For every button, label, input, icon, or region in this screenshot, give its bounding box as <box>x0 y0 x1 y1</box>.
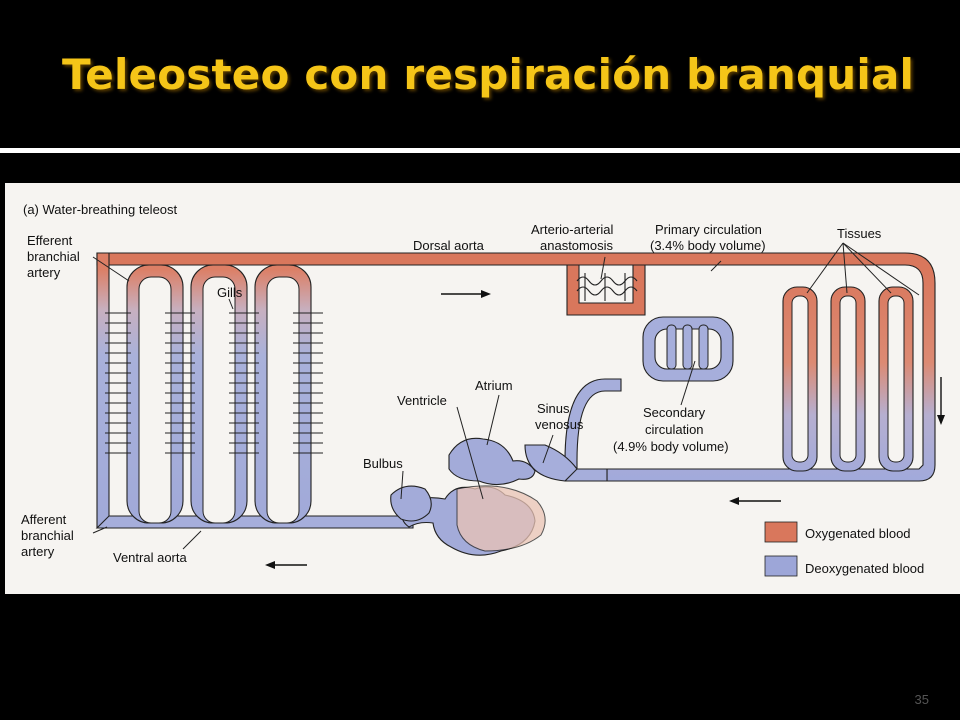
atrium-label: Atrium <box>475 378 513 393</box>
secondary-return-vessel <box>564 378 622 482</box>
secondary-circulation-loops <box>642 316 734 382</box>
slide-title: Teleosteo con respiración branquial <box>62 50 915 99</box>
gills-label: Gills <box>217 285 243 300</box>
afferent-label-1: Afferent <box>21 512 67 527</box>
afferent-label-3: artery <box>21 544 55 559</box>
sinus-venosus-shape <box>524 444 578 482</box>
dorsal-aorta-label: Dorsal aorta <box>413 238 485 253</box>
anastomosis-vessel <box>566 264 646 316</box>
title-divider <box>0 148 960 153</box>
ventral-aorta-label: Ventral aorta <box>113 550 187 565</box>
bulbus-label: Bulbus <box>363 456 403 471</box>
sinus-label-1: Sinus <box>537 401 570 416</box>
pericardium-shape <box>456 485 546 552</box>
fish-heart <box>390 437 578 556</box>
anastomosis-coils <box>576 273 638 301</box>
slide-number: 35 <box>914 692 929 707</box>
anastomosis-label-1: Arterio-arterial <box>531 222 613 237</box>
descending-flow-arrow <box>937 377 945 425</box>
vessel-network <box>95 252 936 556</box>
afferent-label-2: branchial <box>21 528 74 543</box>
dorsal-flow-arrow <box>441 290 491 298</box>
secondary-label-2: circulation <box>645 422 704 437</box>
ventral-flow-arrow <box>265 561 307 569</box>
tissue-loops <box>782 286 914 472</box>
primary-label-1: Primary circulation <box>655 222 762 237</box>
sinus-label-2: venosus <box>535 417 584 432</box>
legend-swatch-oxygenated <box>764 521 798 543</box>
legend-label-oxygenated: Oxygenated blood <box>805 526 911 541</box>
flow-arrows <box>265 290 945 569</box>
legend-label-deoxygenated: Deoxygenated blood <box>805 561 924 576</box>
dorsal-aorta-vessel <box>96 252 936 482</box>
primary-label-2: (3.4% body volume) <box>650 238 766 253</box>
tissues-label: Tissues <box>837 226 882 241</box>
gill-lamellae <box>105 312 323 454</box>
legend: Oxygenated blood Deoxygenated blood <box>764 521 924 577</box>
circulation-diagram: (a) Water-breathing teleost Efferent bra… <box>5 183 960 594</box>
efferent-label-1: Efferent <box>27 233 73 248</box>
panel-label: (a) Water-breathing teleost <box>23 202 178 217</box>
efferent-branchial-vessel <box>96 252 110 529</box>
legend-swatch-deoxygenated <box>764 555 798 577</box>
return-flow-arrow <box>729 497 781 505</box>
anastomosis-label-2: anastomosis <box>540 238 613 253</box>
atrium-shape <box>448 437 536 486</box>
leader-lines <box>92 242 920 550</box>
secondary-label-1: Secondary <box>643 405 706 420</box>
diagram-canvas: (a) Water-breathing teleost Efferent bra… <box>21 202 945 577</box>
efferent-label-3: artery <box>27 265 61 280</box>
efferent-label-2: branchial <box>27 249 80 264</box>
ventricle-label: Ventricle <box>397 393 447 408</box>
secondary-label-3: (4.9% body volume) <box>613 439 729 454</box>
gill-arches <box>126 264 312 524</box>
